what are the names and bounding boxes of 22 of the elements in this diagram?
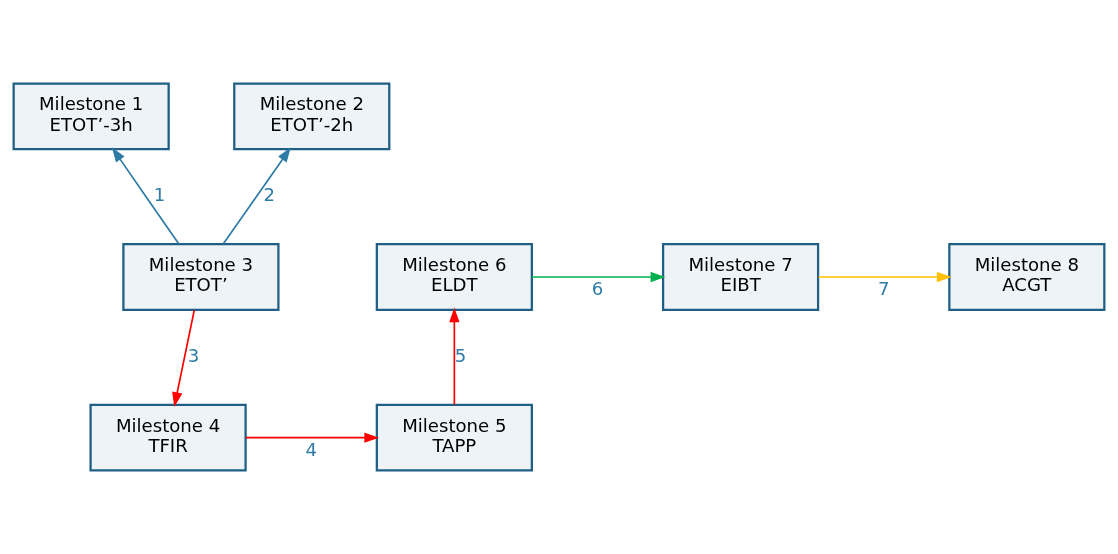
node-box: Milestone 7 EIBT [661,243,820,311]
arrow [817,271,952,283]
arrow [531,271,666,283]
node-box: Milestone 4 TFIR [89,403,247,472]
edge-label: 4 [305,438,317,460]
arrow [449,307,460,406]
arrow [245,432,380,443]
node-box: Milestone 2 ETOT’-2h [233,82,391,151]
node-box: Milestone 1 ETOT’-3h [12,82,170,151]
node-box: Milestone 6 ELDT [375,243,533,311]
arrow [111,147,180,245]
edge-label: 2 [263,183,276,205]
edge-label: 1 [153,183,166,205]
arrow [222,147,291,245]
node-box: Milestone 3 ETOT’ [122,243,280,311]
edge-label: 6 [591,277,604,299]
edge-label: 5 [454,344,467,366]
node-box: Milestone 8 ACGT [948,243,1106,311]
node-box: Milestone 5 TAPP [375,403,533,472]
edge-label: 7 [877,277,890,299]
arrow [172,309,196,407]
edge-label: 3 [187,344,200,366]
